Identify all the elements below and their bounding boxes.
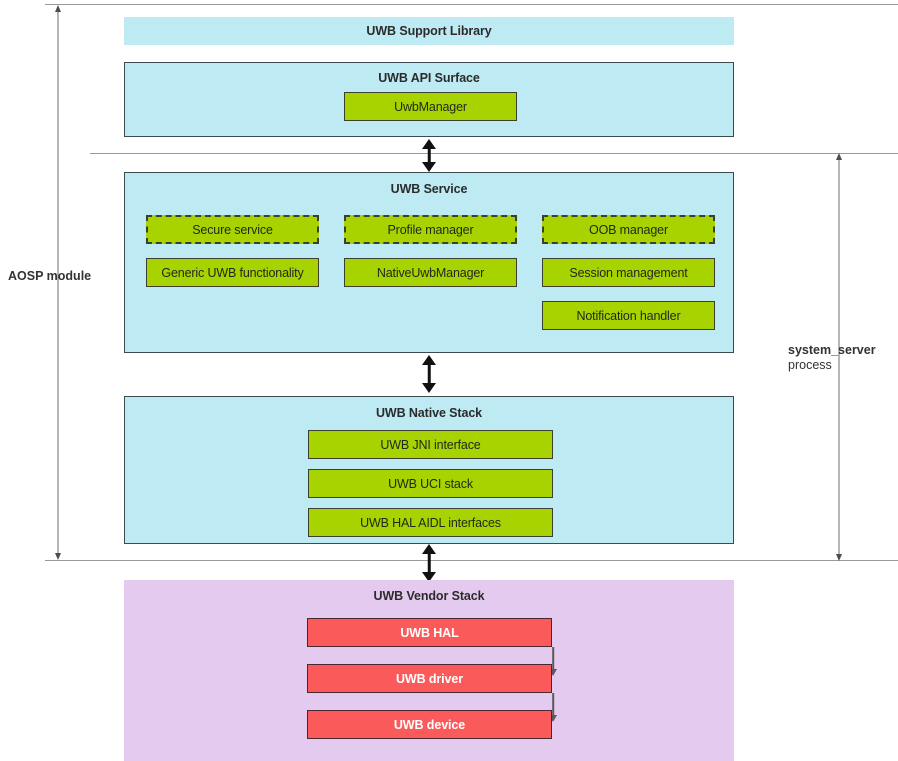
component-uwb-hal-aidl-interfaces[interactable]: UWB HAL AIDL interfaces	[308, 508, 553, 537]
arrow-head-down	[422, 162, 436, 172]
system-server-label-strong: system_server	[788, 343, 876, 357]
mini-arrow-stem	[552, 693, 554, 716]
component-generic-uwb-functionality[interactable]: Generic UWB functionality	[146, 258, 319, 287]
component-uwb-driver[interactable]: UWB driver	[307, 664, 552, 693]
span-arrow-head-down	[54, 553, 61, 560]
component-secure-service[interactable]: Secure service	[146, 215, 319, 244]
system-server-label-plain: process	[788, 358, 832, 372]
system-server-span-arrow	[833, 153, 844, 561]
component-session-management[interactable]: Session management	[542, 258, 715, 287]
mini-arrow-stem	[552, 647, 554, 670]
aosp-module-label-strong: AOSP module	[8, 269, 92, 283]
component-uwb-device[interactable]: UWB device	[307, 710, 552, 739]
layer-title-vendor-stack: UWB Vendor Stack	[373, 589, 485, 603]
arrow-service-to-native-stack	[421, 355, 437, 393]
span-arrow-stem	[57, 11, 58, 554]
arrow-hal-to-driver	[546, 647, 560, 676]
component-profile-manager[interactable]: Profile manager	[344, 215, 517, 244]
layer-uwb-api-surface: UWB API Surface UwbManager	[124, 62, 734, 137]
span-arrow-head-up	[835, 153, 842, 160]
layer-title-uwb-service: UWB Service	[390, 182, 468, 196]
mini-arrow-head	[549, 715, 557, 722]
component-native-uwb-manager[interactable]: NativeUwbManager	[344, 258, 517, 287]
component-uwb-hal[interactable]: UWB HAL	[307, 618, 552, 647]
mini-arrow-head	[549, 669, 557, 676]
boundary-rule-middle	[90, 153, 898, 154]
layer-title-support-library: UWB Support Library	[366, 24, 492, 38]
layer-title-native-stack: UWB Native Stack	[375, 406, 483, 420]
arrow-head-up	[422, 355, 436, 365]
system-server-label: system_server process	[788, 343, 896, 373]
arrow-api-surface-to-service	[421, 139, 437, 172]
layer-uwb-service: UWB Service Secure service Profile manag…	[124, 172, 734, 353]
layer-title-api-surface: UWB API Surface	[378, 71, 480, 85]
boundary-rule-bottom	[45, 560, 898, 561]
span-arrow-stem	[838, 159, 839, 555]
arrow-head-down	[422, 572, 436, 582]
layer-uwb-native-stack: UWB Native Stack UWB JNI interface UWB U…	[124, 396, 734, 544]
arrow-native-stack-to-vendor-stack	[421, 544, 437, 582]
component-uwb-jni-interface[interactable]: UWB JNI interface	[308, 430, 553, 459]
arrow-stem	[427, 552, 431, 574]
component-uwb-uci-stack[interactable]: UWB UCI stack	[308, 469, 553, 498]
boundary-rule-top	[45, 4, 898, 5]
component-oob-manager[interactable]: OOB manager	[542, 215, 715, 244]
component-uwb-manager[interactable]: UwbManager	[344, 92, 517, 121]
aosp-module-span-arrow	[52, 5, 63, 560]
arrow-head-up	[422, 544, 436, 554]
arrow-stem	[427, 147, 431, 164]
layer-uwb-support-library: UWB Support Library	[124, 17, 734, 45]
layer-uwb-vendor-stack: UWB Vendor Stack UWB HAL UWB driver UWB …	[124, 580, 734, 761]
arrow-head-up	[422, 139, 436, 149]
arrow-stem	[427, 363, 431, 385]
component-notification-handler[interactable]: Notification handler	[542, 301, 715, 330]
arrow-head-down	[422, 383, 436, 393]
aosp-module-label: AOSP module	[8, 269, 100, 284]
span-arrow-head-up	[54, 5, 61, 12]
arrow-driver-to-device	[546, 693, 560, 722]
span-arrow-head-down	[835, 554, 842, 561]
